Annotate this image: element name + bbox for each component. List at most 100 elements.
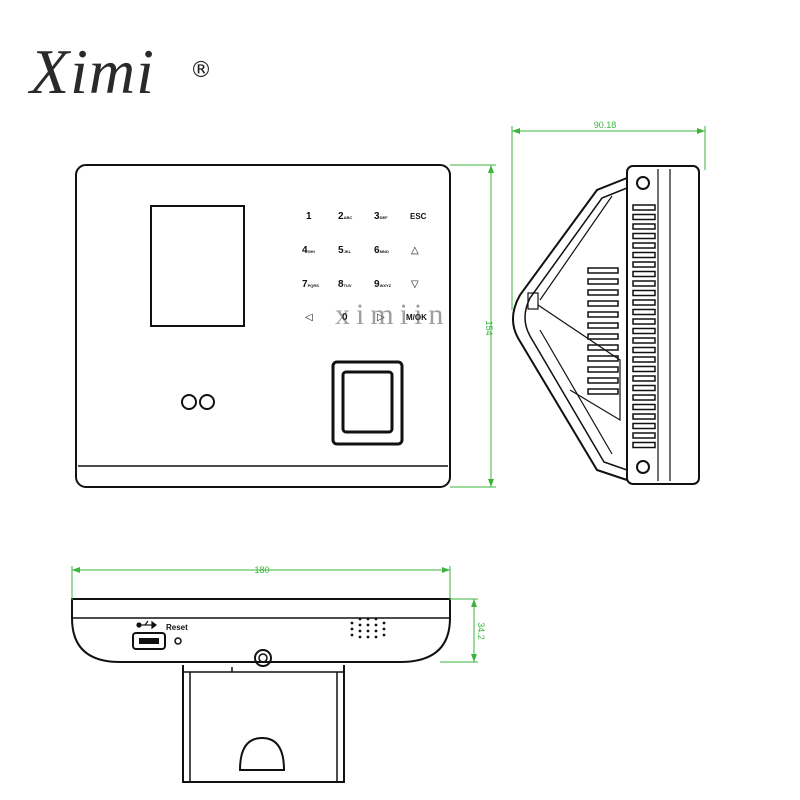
vent-slot: [632, 318, 656, 325]
side-view: [512, 165, 700, 485]
vent-slot: [632, 441, 656, 449]
vent-slot: [587, 333, 619, 340]
fingerprint-sensor-inner: [341, 370, 394, 434]
key-1: 1: [306, 211, 312, 222]
bottom-view: [71, 598, 451, 783]
stand-cable-hole: [238, 736, 286, 771]
usb-port: [132, 632, 166, 650]
vent-slot: [632, 394, 656, 401]
vent-slot: [632, 251, 656, 259]
side-body: [626, 165, 700, 485]
key-4: 4GHI: [302, 245, 315, 256]
speaker-dot: [374, 623, 378, 627]
vent-slot: [632, 365, 656, 373]
speaker-dot: [358, 617, 362, 621]
vent-slot: [632, 280, 656, 287]
mount-screw: [254, 649, 272, 667]
speaker-dot: [358, 635, 362, 639]
registered-mark: ®: [190, 58, 212, 83]
vent-slot: [587, 366, 619, 373]
key-0: 0: [342, 312, 348, 323]
dimension-width-label: 180: [254, 565, 269, 575]
speaker-dot: [382, 621, 386, 625]
vent-slot: [587, 377, 619, 384]
key-3: 3DEF: [374, 211, 388, 222]
key-up: △: [411, 245, 419, 256]
vent-slot: [587, 322, 619, 329]
speaker-dot: [374, 629, 378, 633]
vent-slot: [632, 308, 656, 316]
vent-slot: [587, 344, 619, 351]
side-vents: [587, 204, 656, 449]
vent-slot: [587, 267, 619, 274]
speaker-dot: [382, 633, 386, 637]
vent-slot: [632, 232, 656, 240]
vent-slot: [632, 289, 656, 297]
vent-slot: [632, 356, 656, 363]
vent-slot: [632, 403, 656, 411]
key-down: ▽: [411, 279, 419, 290]
bottom-body: [71, 598, 451, 663]
sensor-right: [199, 394, 215, 410]
front-view: [75, 164, 451, 488]
usb-icon: [136, 620, 157, 630]
speaker-dot: [358, 623, 362, 627]
vent-slot: [632, 213, 656, 221]
watermark-text: ximiin: [335, 298, 450, 331]
key-5: 5JKL: [338, 245, 352, 256]
vent-slot: [632, 299, 656, 306]
vent-slot: [632, 327, 656, 335]
vent-slot: [632, 270, 656, 278]
speaker-dot: [366, 629, 370, 633]
speaker-grille: [350, 617, 386, 639]
speaker-dot: [350, 627, 354, 631]
sensor-left: [181, 394, 197, 410]
dimension-base-depth: [440, 598, 478, 663]
vent-slot: [632, 337, 656, 344]
speaker-dot: [350, 621, 354, 625]
key-esc: ESC: [410, 212, 427, 221]
speaker-dot: [350, 633, 354, 637]
vent-slot: [632, 242, 656, 249]
reset-label: Reset: [166, 623, 188, 632]
key-6: 6MNO: [374, 245, 389, 256]
fingerprint-sensor-outer: [331, 360, 404, 446]
key-right: ▷: [377, 312, 385, 323]
vent-slot: [587, 300, 619, 307]
dimension-side-depth-label: 90.18: [594, 120, 617, 130]
vent-slot: [632, 432, 656, 439]
dimension-height: [450, 164, 496, 488]
speaker-dot: [366, 623, 370, 627]
key-left: ◁: [305, 312, 313, 323]
front-body: [75, 164, 451, 488]
speaker-dot: [374, 635, 378, 639]
vent-slot: [587, 311, 619, 318]
dimension-height-label: 154: [484, 320, 494, 335]
vent-slot: [587, 278, 619, 285]
key-8: 8TUV: [338, 279, 352, 290]
vent-slot: [587, 355, 619, 362]
dimension-base-depth-label: 34.2: [476, 622, 486, 640]
dimension-width: [71, 566, 451, 600]
speaker-dot: [366, 617, 370, 621]
key-2: 2ABC: [338, 211, 352, 222]
vent-slot: [632, 375, 656, 382]
vent-slot: [632, 413, 656, 420]
key-menu-ok: M/OK: [406, 313, 427, 322]
speaker-dot: [382, 627, 386, 631]
vent-slot: [632, 204, 656, 211]
brand-logo: Ximi: [30, 36, 155, 107]
vent-slot: [587, 289, 619, 296]
vent-slot: [632, 384, 656, 392]
keypad: 1 2ABC 3DEF ESC 4GHI 5JKL 6MNO △ 7PQRS 8…: [302, 211, 427, 323]
speaker-dot: [358, 629, 362, 633]
key-9: 9WXYZ: [374, 279, 392, 290]
vent-slot: [587, 388, 619, 395]
reset-hole: [174, 637, 182, 645]
dimension-side-depth: [511, 126, 706, 310]
key-7: 7PQRS: [302, 279, 319, 290]
speaker-dot: [374, 617, 378, 621]
vent-slot: [632, 422, 656, 430]
